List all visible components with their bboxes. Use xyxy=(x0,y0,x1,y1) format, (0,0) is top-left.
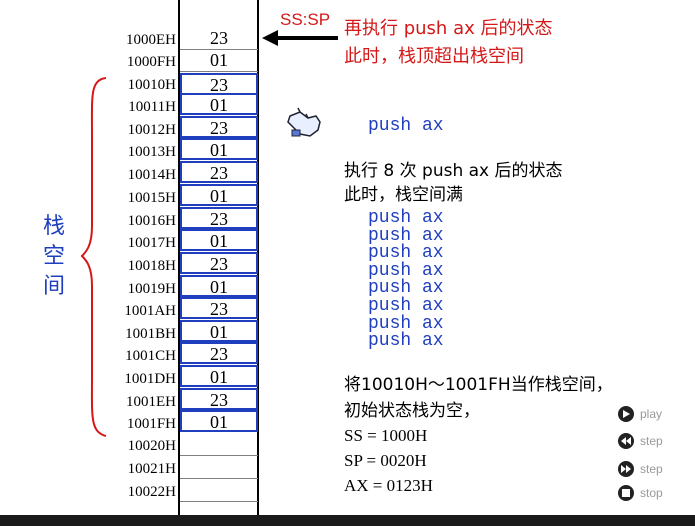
memory-address: 1001CH xyxy=(125,348,176,364)
memory-address: 10016H xyxy=(127,213,176,229)
memory-address: 1001BH xyxy=(125,326,176,342)
bottom-bar xyxy=(0,515,695,526)
overflow-note-line2: 此时，栈顶超出栈空间 xyxy=(344,46,524,67)
fast-forward-icon xyxy=(618,461,634,477)
memory-address: 10011H xyxy=(128,99,176,115)
stack-memory-cell: 01 xyxy=(180,184,258,206)
step-forward-label: step xyxy=(640,462,663,476)
memory-address: 10010H xyxy=(127,77,176,93)
stack-label-char: 空 xyxy=(42,244,65,269)
memory-left-border xyxy=(178,0,180,515)
memory-address: 1001AH xyxy=(124,303,176,319)
memory-address: 10017H xyxy=(127,235,176,251)
full-note-line1: 执行 8 次 push ax 后的状态 xyxy=(344,161,563,181)
memory-address: 10021H xyxy=(127,461,176,477)
stop-label: stop xyxy=(640,486,663,500)
stack-memory-cell: 23 xyxy=(180,73,258,95)
memory-address: 1000EH xyxy=(126,32,176,48)
memory-address: 1001EH xyxy=(126,394,176,410)
stack-memory-cell: 23 xyxy=(180,388,258,410)
push-instruction: push ax xyxy=(368,313,444,334)
sssp-arrow-icon xyxy=(262,30,338,46)
push-instruction: push ax xyxy=(368,260,444,281)
play-icon xyxy=(618,406,634,422)
hand-pointer-icon xyxy=(287,107,321,137)
stop-button[interactable]: stop xyxy=(618,483,688,503)
rewind-icon xyxy=(618,433,634,449)
memory-address: 10018H xyxy=(127,258,176,274)
overflow-note-line1: 再执行 push ax 后的状态 xyxy=(344,18,553,39)
play-button[interactable]: play xyxy=(618,404,688,424)
step-forward-button[interactable]: step xyxy=(618,459,688,479)
memory-address: 10014H xyxy=(127,167,176,183)
stack-memory-cell: 23 xyxy=(180,252,258,274)
full-note-line2: 此时，栈空间满 xyxy=(344,185,463,205)
stack-memory-cell: 01 xyxy=(180,93,258,115)
memory-cell xyxy=(180,480,258,502)
stack-memory-cell: 01 xyxy=(180,365,258,387)
stack-label-char: 间 xyxy=(42,274,65,299)
push-instruction: push ax xyxy=(368,278,444,299)
stack-memory-cell: 01 xyxy=(180,138,258,160)
sssp-pointer-label: SS:SP xyxy=(280,10,331,29)
memory-address: 10019H xyxy=(127,281,176,297)
memory-address: 1000FH xyxy=(126,54,176,70)
stack-memory-cell: 01 xyxy=(180,410,258,432)
memory-address: 10015H xyxy=(127,190,176,206)
push-instruction: push ax xyxy=(368,243,444,264)
stack-memory-cell: 23 xyxy=(180,342,258,364)
stack-memory-cell: 23 xyxy=(180,297,258,319)
memory-cell xyxy=(180,434,258,456)
stack-memory-cell: 01 xyxy=(180,229,258,251)
stack-memory-cell: 23 xyxy=(180,161,258,183)
current-instruction: push ax xyxy=(368,116,444,136)
stack-memory-cell: 01 xyxy=(180,275,258,297)
step-back-label: step xyxy=(640,434,663,448)
stack-label-char: 栈 xyxy=(42,214,65,239)
push-instruction: push ax xyxy=(368,208,444,228)
memory-right-border xyxy=(257,0,259,515)
register-sp: SP = 0020H xyxy=(344,451,427,470)
memory-cell: 01 xyxy=(180,50,258,72)
step-back-button[interactable]: step xyxy=(618,431,688,451)
memory-address: 1001DH xyxy=(124,371,176,387)
stack-memory-cell: 23 xyxy=(180,116,258,138)
push-instruction: push ax xyxy=(368,225,444,246)
stack-memory-cell: 23 xyxy=(180,207,258,229)
memory-address: 1001FH xyxy=(126,416,176,432)
address-column: 1000EH 1000FH 10010H 10011H 10012H 10013H 1001… xyxy=(0,0,180,515)
play-label: play xyxy=(640,407,663,421)
push-instruction: push ax xyxy=(368,331,444,352)
init-note-line2: 初始状态栈为空， xyxy=(344,401,480,421)
stack-memory-cell: 01 xyxy=(180,320,258,342)
register-ss: SS = 1000H xyxy=(344,426,428,445)
memory-address: 10022H xyxy=(127,484,176,500)
init-note-line1: 将10010H～1001FH当作栈空间， xyxy=(344,375,613,395)
push-instruction: push ax xyxy=(368,296,444,316)
stack-brace-icon xyxy=(80,77,107,437)
memory-address: 10013H xyxy=(127,144,176,160)
memory-address: 10012H xyxy=(127,122,176,138)
memory-cell: 23 xyxy=(180,28,258,50)
register-ax: AX = 0123H xyxy=(344,476,433,495)
memory-cell xyxy=(180,457,258,479)
stop-icon xyxy=(618,485,634,501)
memory-address: 10020H xyxy=(127,438,176,454)
